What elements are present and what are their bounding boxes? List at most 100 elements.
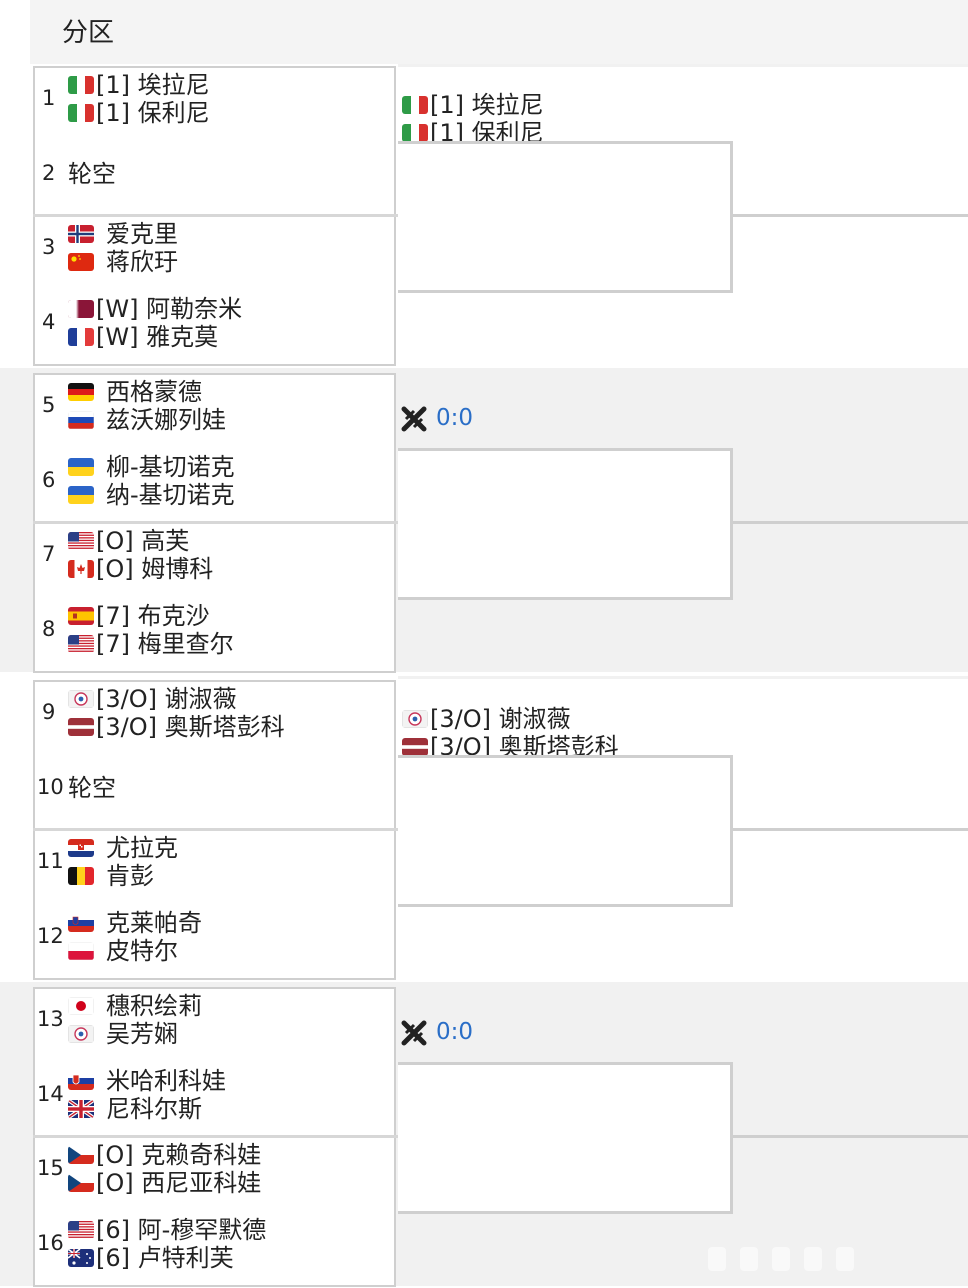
page-title: 分区: [62, 18, 115, 48]
bracket-link: [733, 214, 968, 217]
ukraine-flag-icon: [68, 486, 94, 504]
usa-flag-icon: [68, 1221, 94, 1239]
france-flag-icon: [68, 328, 94, 346]
czech-flag-icon: [68, 1146, 94, 1164]
player-name[interactable]: 克莱帕奇: [106, 909, 202, 937]
spain-flag-icon: [68, 607, 94, 625]
bracket-link: [733, 828, 968, 831]
germany-flag-icon: [68, 383, 94, 401]
italy-flag-icon: [402, 124, 428, 142]
player-name[interactable]: [O] 克赖奇科娃: [96, 1141, 262, 1169]
seed-number: 1: [42, 86, 56, 110]
player-name[interactable]: 吴芳娴: [106, 1020, 178, 1048]
italy-flag-icon: [68, 76, 94, 94]
japan-flag-icon: [68, 997, 94, 1015]
player-name[interactable]: [W] 阿勒奈米: [96, 295, 243, 323]
qatar-flag-icon: [68, 300, 94, 318]
group-divider: [33, 828, 398, 831]
italy-flag-icon: [68, 104, 94, 122]
seed-number: 5: [42, 393, 56, 417]
seed-number: 10: [37, 775, 64, 799]
uk-flag-icon: [68, 1100, 94, 1118]
seed-number: 12: [37, 924, 64, 948]
player-name[interactable]: [6] 卢特利芙: [96, 1244, 234, 1272]
tpe-flag-icon: [68, 690, 94, 708]
seed-number: 3: [42, 235, 56, 259]
group-divider: [33, 214, 398, 217]
russia-flag-icon: [68, 411, 94, 429]
canada-flag-icon: [68, 560, 94, 578]
slovenia-flag-icon: [68, 914, 94, 932]
player-name[interactable]: [6] 阿-穆罕默德: [96, 1216, 267, 1244]
seed-number: 7: [42, 542, 56, 566]
player-name[interactable]: 爱克里: [106, 220, 178, 248]
player-name[interactable]: 肯彭: [106, 862, 154, 890]
bye-label: 轮空: [68, 774, 116, 802]
player-name[interactable]: 柳-基切诺克: [106, 453, 235, 481]
player-name[interactable]: 尤拉克: [106, 834, 178, 862]
player-name[interactable]: 纳-基切诺克: [106, 481, 235, 509]
seed-number: 8: [42, 617, 56, 641]
advanced-player-name[interactable]: [1] 埃拉尼: [430, 91, 544, 119]
ukraine-flag-icon: [68, 458, 94, 476]
italy-flag-icon: [402, 96, 428, 114]
player-name[interactable]: [3/O] 谢淑薇: [96, 685, 237, 713]
poland-flag-icon: [68, 942, 94, 960]
seed-number: 6: [42, 468, 56, 492]
match-swords-icon: [401, 406, 427, 432]
player-name[interactable]: [1] 埃拉尼: [96, 71, 210, 99]
norway-flag-icon: [68, 225, 94, 243]
group-divider: [33, 521, 398, 524]
latvia-flag-icon: [68, 718, 94, 736]
player-name[interactable]: [7] 布克沙: [96, 602, 210, 630]
slovakia-flag-icon: [68, 1072, 94, 1090]
belgium-flag-icon: [68, 867, 94, 885]
china-flag-icon: [68, 253, 94, 271]
bracket-link: [733, 1135, 968, 1138]
bracket-connector: [398, 1062, 733, 1214]
latvia-flag-icon: [402, 738, 428, 756]
australia-flag-icon: [68, 1249, 94, 1267]
player-name[interactable]: 皮特尔: [106, 937, 178, 965]
bracket-link: [733, 521, 968, 524]
player-name[interactable]: 兹沃娜列娃: [106, 406, 226, 434]
player-name[interactable]: [O] 姆博科: [96, 555, 214, 583]
seed-number: 16: [37, 1231, 64, 1255]
player-name[interactable]: 穗积绘莉: [106, 992, 202, 1020]
match-score[interactable]: 0:0: [436, 1019, 474, 1045]
player-name[interactable]: 米哈利科娃: [106, 1067, 226, 1095]
player-name[interactable]: [3/O] 奥斯塔彭科: [96, 713, 285, 741]
player-name[interactable]: [O] 西尼亚科娃: [96, 1169, 262, 1197]
player-name[interactable]: [7] 梅里查尔: [96, 630, 234, 658]
match-swords-icon: [401, 1020, 427, 1046]
czech-flag-icon: [68, 1174, 94, 1192]
seed-number: 15: [37, 1156, 64, 1180]
bye-label: 轮空: [68, 160, 116, 188]
player-name[interactable]: [1] 保利尼: [96, 99, 210, 127]
player-name[interactable]: [O] 高芙: [96, 527, 190, 555]
usa-flag-icon: [68, 532, 94, 550]
advanced-player-name[interactable]: [3/O] 谢淑薇: [430, 705, 571, 733]
band-separator: [398, 64, 968, 67]
bracket-connector: [398, 141, 733, 293]
seed-number: 14: [37, 1082, 64, 1106]
scroll-overlay: [708, 1244, 928, 1274]
usa-flag-icon: [68, 635, 94, 653]
tpe-flag-icon: [68, 1025, 94, 1043]
group-divider: [33, 1135, 398, 1138]
header-bar: 分区: [0, 0, 968, 64]
seed-number: 2: [42, 161, 56, 185]
seed-number: 9: [42, 700, 56, 724]
player-name[interactable]: 尼科尔斯: [106, 1095, 202, 1123]
seed-number: 13: [37, 1007, 64, 1031]
match-score[interactable]: 0:0: [436, 405, 474, 431]
tpe-flag-icon: [402, 710, 428, 728]
bracket-connector: [398, 448, 733, 600]
seed-number: 11: [37, 849, 64, 873]
player-name[interactable]: 蒋欣玗: [106, 248, 178, 276]
band-separator: [398, 676, 968, 679]
bracket-connector: [398, 755, 733, 907]
player-name[interactable]: [W] 雅克莫: [96, 323, 219, 351]
player-name[interactable]: 西格蒙德: [106, 378, 202, 406]
